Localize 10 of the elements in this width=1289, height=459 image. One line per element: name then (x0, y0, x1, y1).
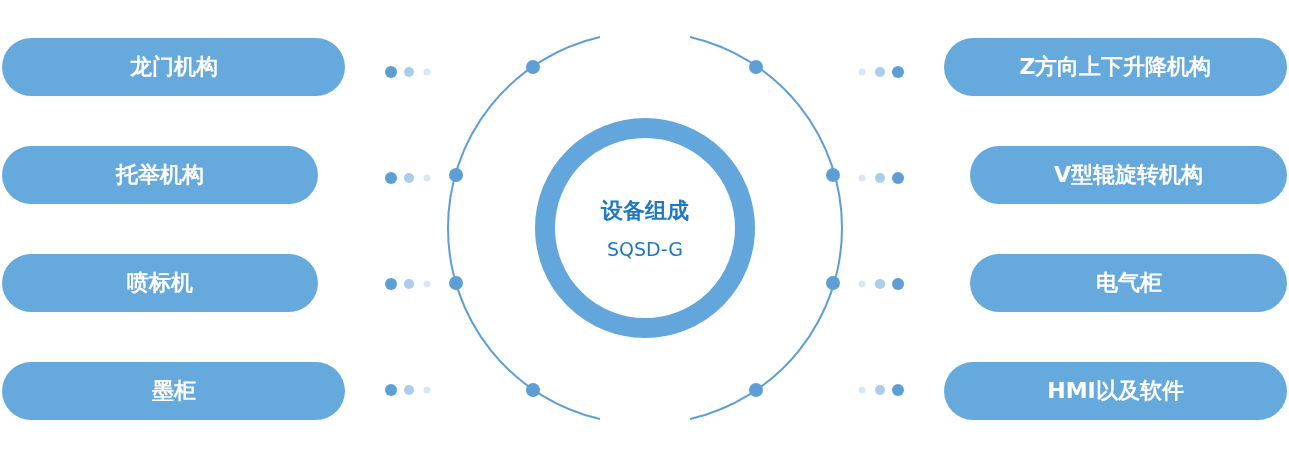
component-pill: Z方向上下升降机构 (944, 38, 1287, 96)
component-pill: 龙门机构 (2, 38, 345, 96)
component-pill: 电气柜 (970, 254, 1287, 312)
model-code: SQSD-G (607, 238, 683, 260)
component-pill: V型辊旋转机构 (970, 146, 1287, 204)
component-pill: HMI以及软件 (944, 362, 1287, 420)
component-pill: 喷标机 (2, 254, 318, 312)
center-title: 设备组成 (601, 197, 689, 225)
component-pill: 墨柜 (2, 362, 345, 420)
component-pill: 托举机构 (2, 146, 318, 204)
